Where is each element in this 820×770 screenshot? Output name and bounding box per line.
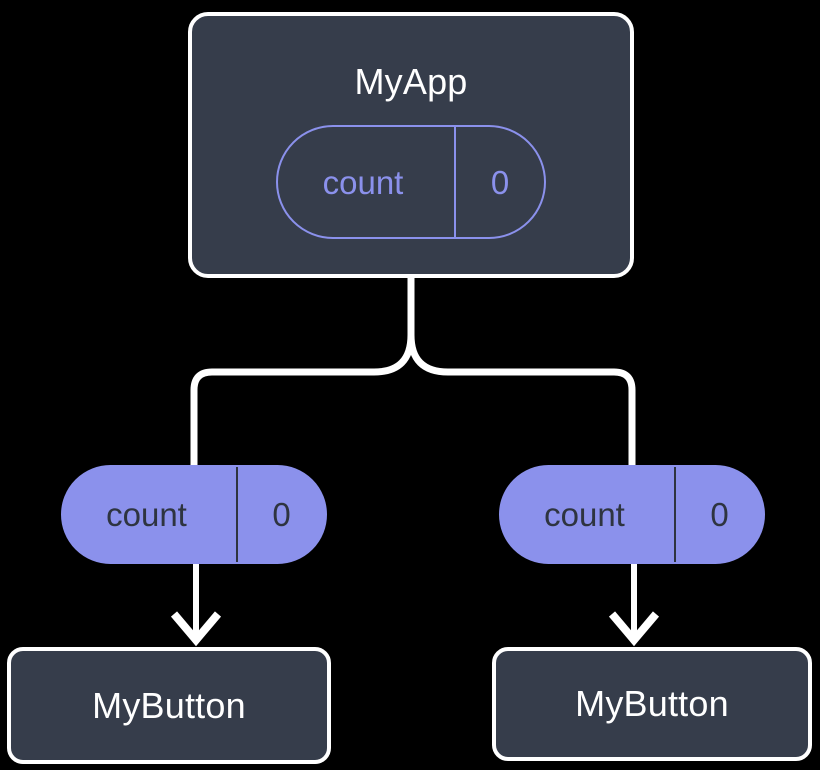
state-pill-value: 0 <box>236 467 325 562</box>
arrowhead-right-icon <box>608 611 660 647</box>
component-node-mybutton-right[interactable]: MyButton <box>492 647 812 761</box>
state-pill-key: count <box>544 496 625 533</box>
state-pill-left-count[interactable]: count 0 <box>61 465 327 564</box>
state-pill-value: 0 <box>674 467 763 562</box>
arrowhead-left-icon <box>170 611 222 647</box>
state-pill-myapp-count[interactable]: count 0 <box>276 125 546 239</box>
edge-root-to-right-pill <box>407 278 636 465</box>
component-node-mybutton-left[interactable]: MyButton <box>7 647 331 764</box>
state-pill-value: 0 <box>454 127 544 237</box>
component-title-mybutton-right: MyButton <box>575 683 729 724</box>
component-title-myapp: MyApp <box>354 61 468 102</box>
component-title-mybutton-left: MyButton <box>92 684 246 726</box>
state-pill-key: count <box>322 163 404 201</box>
state-pill-right-count[interactable]: count 0 <box>499 465 765 564</box>
edge-root-to-left-pill <box>190 278 415 465</box>
state-pill-key: count <box>106 496 187 533</box>
